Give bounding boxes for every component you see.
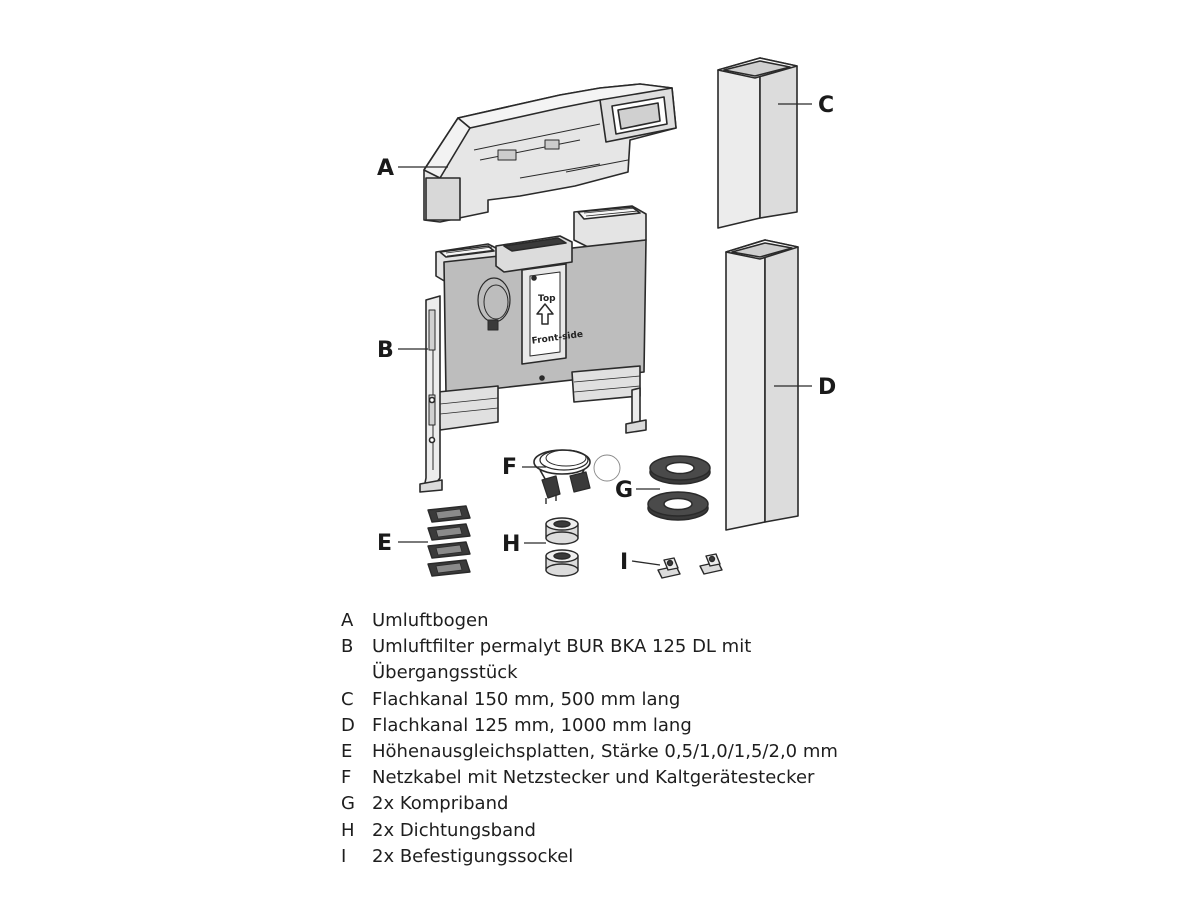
legend-text: Umluftfilter permalyt BUR BKA 125 DL mit… — [372, 636, 752, 684]
callout-e: E — [377, 531, 392, 556]
legend-text: 2x Kompriband — [372, 793, 509, 815]
callout-c: C — [818, 93, 834, 118]
legend-text: Flachkanal 150 mm, 500 mm lang — [372, 688, 681, 710]
part-i-mounting-bases — [657, 553, 723, 579]
part-h-sealing-tape — [545, 517, 579, 577]
legend-key: I — [341, 845, 347, 867]
callout-b: B — [377, 338, 394, 363]
callout-h: H — [502, 532, 520, 557]
legend-key: A — [341, 610, 354, 631]
legend-item-e: E Höhenausgleichsplatten, Stärke 0,5/1,0… — [341, 739, 1101, 765]
panel-label-top: Top — [538, 294, 556, 304]
legend-item-d: D Flachkanal 125 mm, 1000 mm lang — [341, 713, 1101, 739]
legend-item-h: H 2x Dichtungsband — [341, 818, 1101, 844]
legend-text: 2x Dichtungsband — [372, 819, 536, 841]
part-c-flat-duct-150 — [717, 57, 798, 229]
legend-key: G — [341, 793, 355, 815]
legend-key: C — [341, 688, 354, 710]
legend-item-b: B Umluftfilter permalyt BUR BKA 125 DL m… — [341, 634, 1101, 686]
part-f-power-cable — [533, 449, 621, 504]
parts-legend: A Umluftbogen B Umluftfilter permalyt BU… — [341, 608, 1101, 870]
legend-item-c: C Flachkanal 150 mm, 500 mm lang — [341, 687, 1101, 713]
legend-key: E — [341, 741, 353, 763]
legend-text: Höhenausgleichsplatten, Stärke 0,5/1,0/1… — [372, 741, 838, 763]
legend-key: B — [341, 636, 354, 658]
legend-key: F — [341, 767, 352, 789]
legend-key: H — [341, 819, 355, 841]
legend-key: D — [341, 714, 355, 736]
callout-d: D — [818, 375, 836, 400]
part-a-recirculation-bend — [423, 83, 677, 223]
callout-i: I — [620, 550, 628, 575]
legend-item-f: F Netzkabel mit Netzstecker und Kaltgerä… — [341, 765, 1101, 791]
legend-item-i: I 2x Befestigungssockel — [341, 844, 1101, 870]
legend-text: Umluftbogen — [372, 610, 489, 631]
legend-text: Flachkanal 125 mm, 1000 mm lang — [372, 714, 692, 736]
legend-item-a: A Umluftbogen — [341, 608, 1101, 634]
callout-a: A — [377, 156, 394, 181]
callout-g: G — [615, 478, 633, 503]
legend-text: Netzkabel mit Netzstecker und Kaltgeräte… — [372, 767, 815, 789]
legend-text: 2x Befestigungssockel — [372, 845, 574, 867]
legend-item-g: G 2x Kompriband — [341, 791, 1101, 817]
part-b-recirculation-filter — [419, 205, 647, 493]
assembly-diagram: Top Front-side — [377, 57, 836, 579]
part-e-leveling-plates — [427, 505, 471, 577]
part-g-compressible-tape — [647, 455, 711, 521]
callout-f: F — [502, 455, 517, 480]
part-d-flat-duct-125 — [725, 239, 799, 531]
